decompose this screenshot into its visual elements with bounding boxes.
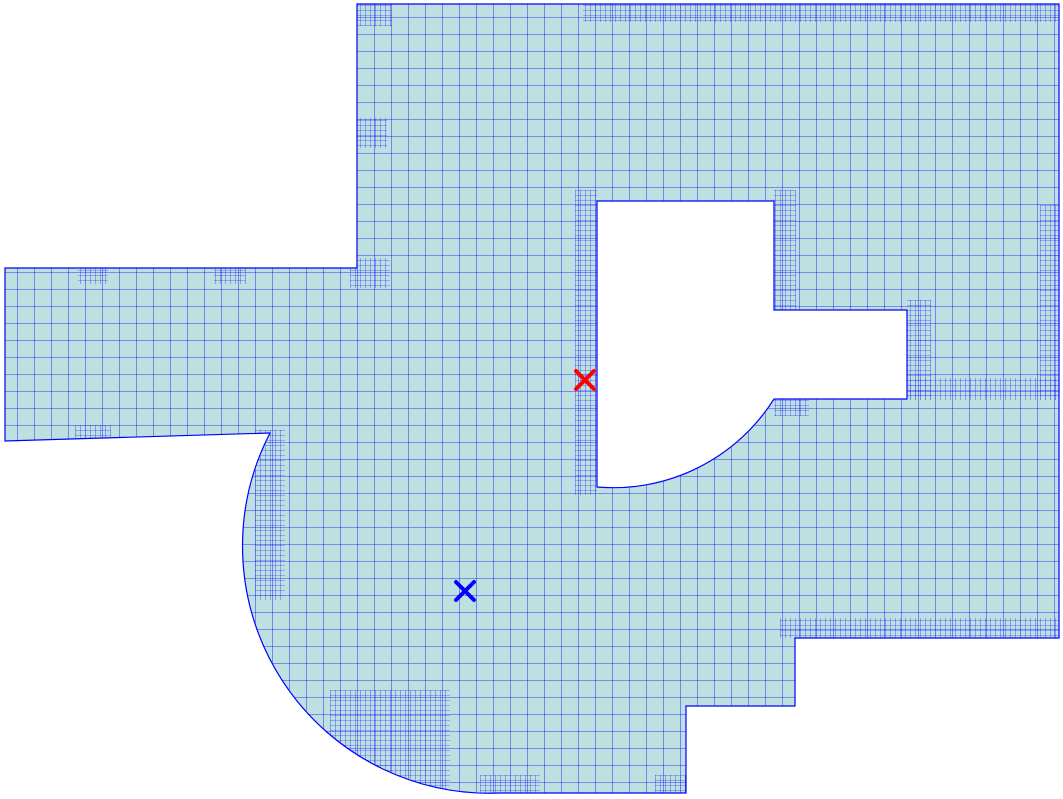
refined-mesh-band bbox=[907, 378, 1059, 400]
refined-mesh-band bbox=[583, 4, 1059, 22]
refined-mesh-band bbox=[480, 775, 540, 793]
domain-boundary bbox=[4, 3, 1060, 794]
refined-mesh-band bbox=[75, 425, 111, 441]
blue-cross-marker bbox=[454, 580, 476, 602]
refined-mesh-band bbox=[575, 190, 597, 495]
refined-mesh-band bbox=[774, 398, 809, 416]
refined-mesh-band bbox=[350, 258, 390, 288]
refined-mesh-band bbox=[357, 118, 387, 148]
red-cross-marker bbox=[574, 369, 596, 391]
refined-mesh-zones bbox=[75, 4, 1059, 793]
refined-mesh-band bbox=[655, 775, 686, 793]
refined-mesh-band bbox=[357, 4, 392, 26]
refined-mesh-band bbox=[780, 618, 1059, 638]
refined-mesh-band bbox=[330, 690, 450, 790]
refined-mesh-band bbox=[78, 268, 108, 284]
refined-mesh-band bbox=[774, 190, 796, 310]
refined-mesh-band bbox=[214, 268, 246, 284]
marker-layer bbox=[454, 369, 596, 602]
refined-mesh-band bbox=[1040, 205, 1059, 400]
refined-mesh-band bbox=[255, 430, 285, 600]
